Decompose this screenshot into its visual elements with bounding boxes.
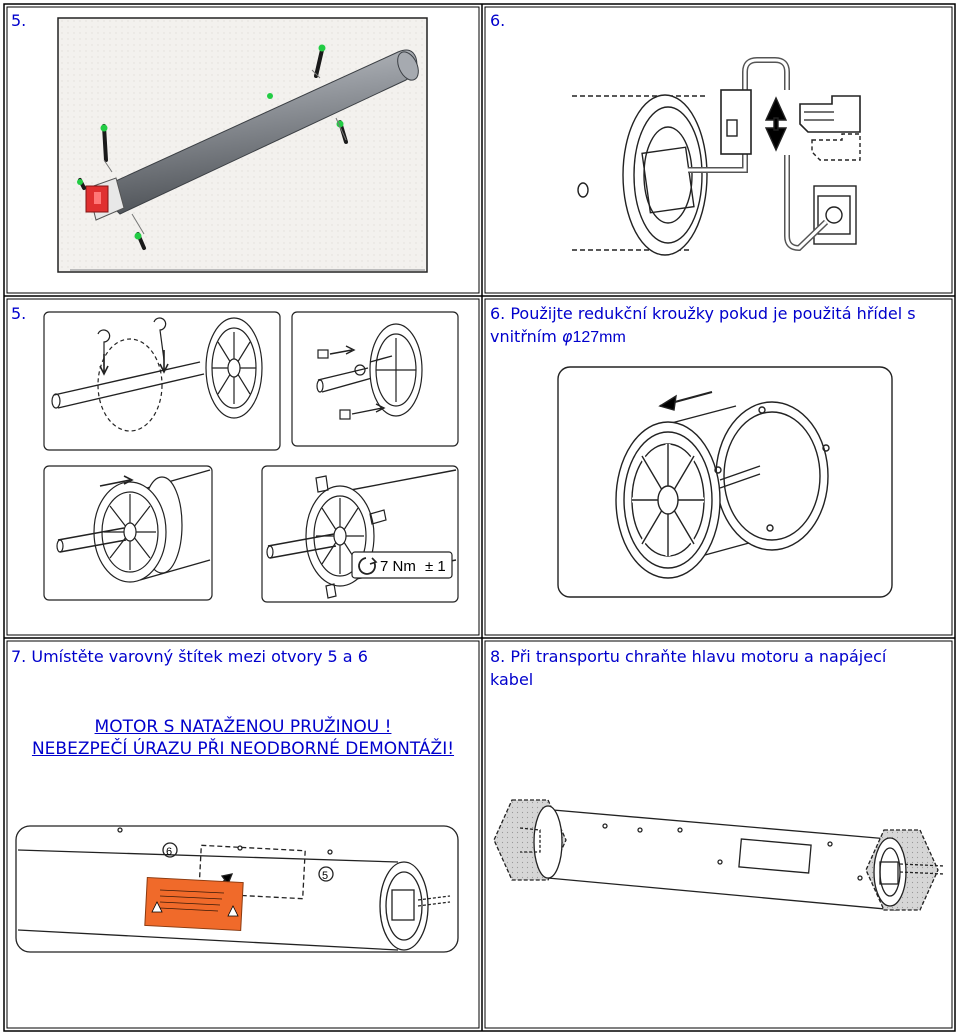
warning-label [144, 876, 244, 932]
hole-5-label: 5 [322, 870, 328, 882]
step-6-instruction-line2: vnitřním [490, 327, 562, 346]
reduction-ring-step-b [291, 311, 459, 447]
step-8-instruction: 8. Při transportu chraňte hlavu motoru a… [490, 645, 886, 691]
reduction-ring-step-d [261, 465, 459, 603]
warning-line-1: MOTOR S NATAŽENOU PRUŽINOU ! [94, 717, 392, 737]
motor-head-switch-drawing [572, 57, 861, 256]
panel-grid [3, 3, 956, 1032]
rocker-switch [720, 89, 752, 155]
warning-text: MOTOR S NATAŽENOU PRUŽINOU ! NEBEZPEČÍ Ú… [10, 716, 476, 760]
step-label-6-middle: 6. Použijte redukční kroužky pokud je po… [490, 302, 916, 349]
step-label-5-top: 5. [11, 11, 27, 30]
torque-tolerance: ± 1 [425, 558, 446, 575]
diameter-value: 127mm [572, 329, 626, 346]
hole-6 [162, 842, 178, 858]
transport-protection-drawing [493, 799, 945, 911]
step-8-instruction-line2: kabel [490, 670, 534, 689]
hole-5 [318, 866, 334, 882]
step-label-6-top: 6. [490, 11, 506, 30]
step-8-instruction-line1: 8. Při transportu chraňte hlavu motoru a… [490, 647, 887, 666]
reduction-ring-large [557, 366, 893, 598]
reduction-ring-step-c [43, 465, 213, 601]
torque-box [351, 551, 453, 579]
step-label-5-middle: 5. [11, 304, 27, 323]
step-6-instruction-line1: 6. Použijte redukční kroužky pokud je po… [490, 304, 916, 323]
reduction-ring-step-a [43, 311, 281, 451]
tube-photo [57, 17, 428, 273]
torque-value: 7 Nm [380, 558, 416, 575]
panel-inner-borders [6, 6, 953, 1029]
step-7-instruction: 7. Umístěte varovný štítek mezi otvory 5… [11, 647, 368, 666]
diameter-symbol: φ [561, 327, 573, 346]
hole-6-label: 6 [166, 846, 172, 858]
tube-body [85, 49, 419, 221]
warning-line-2: NEBEZPEČÍ ÚRAZU PŘI NEODBORNÉ DEMONTÁŽI! [31, 739, 455, 759]
